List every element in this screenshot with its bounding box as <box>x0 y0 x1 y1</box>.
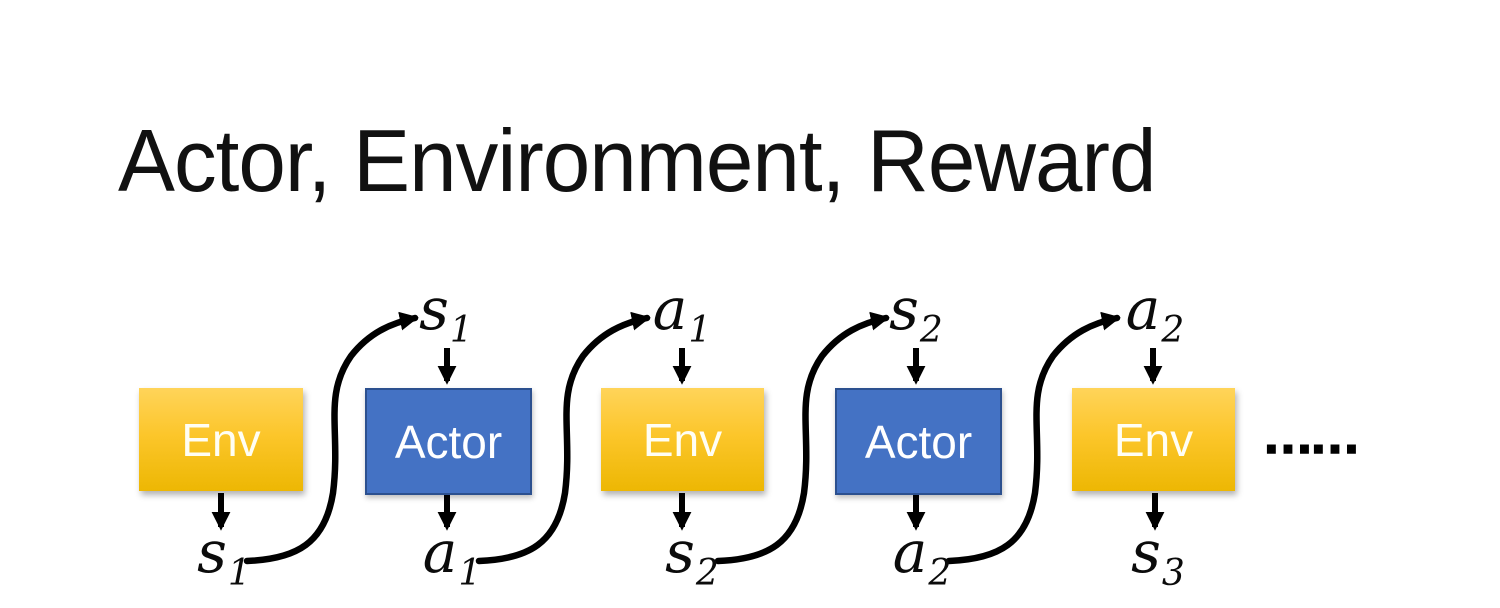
env-box-3: Env <box>1072 388 1235 491</box>
env-box-1: Env <box>139 388 303 491</box>
bottom-label-a1-base: a <box>422 518 458 586</box>
top-label-a2-sub: 2 <box>1161 310 1185 351</box>
actor-box-2-label: Actor <box>864 415 973 468</box>
continuation-ellipsis: …… <box>1261 407 1362 465</box>
env-box-1-label: Env <box>181 413 261 466</box>
bottom-label-a2-sub: 2 <box>928 553 952 594</box>
bottom-label-a1: a1 <box>423 523 482 592</box>
bottom-label-s3: s3 <box>1131 523 1185 592</box>
bottom-label-a2-base: a <box>892 518 928 586</box>
top-label-s2: s2 <box>889 280 943 349</box>
top-label-a1: a1 <box>653 280 712 349</box>
top-label-a2-base: a <box>1125 275 1161 343</box>
env-box-2: Env <box>601 388 764 491</box>
top-label-a1-base: a <box>652 275 688 343</box>
actor-box-1-label: Actor <box>394 415 503 468</box>
top-label-s1-base: s <box>419 275 449 343</box>
bottom-label-s2-base: s <box>665 518 695 586</box>
bottom-label-a1-sub: 1 <box>458 553 482 594</box>
top-label-s1-sub: 1 <box>449 310 473 351</box>
bottom-label-s2: s2 <box>665 523 719 592</box>
bottom-label-s2-sub: 2 <box>695 553 719 594</box>
top-label-s1: s1 <box>419 280 473 349</box>
actor-box-2: Actor <box>835 388 1002 495</box>
bottom-label-s1-base: s <box>197 518 227 586</box>
bottom-label-s3-sub: 3 <box>1161 553 1185 594</box>
slide-title: Actor, Environment, Reward <box>118 111 1156 210</box>
bottom-label-s1-sub: 1 <box>227 553 251 594</box>
top-label-a2: a2 <box>1126 280 1185 349</box>
top-label-s2-sub: 2 <box>919 310 943 351</box>
top-label-a1-sub: 1 <box>688 310 712 351</box>
bottom-label-a2: a2 <box>893 523 952 592</box>
top-label-s2-base: s <box>889 275 919 343</box>
env-box-2-label: Env <box>642 413 723 466</box>
actor-box-1: Actor <box>365 388 532 495</box>
bottom-label-s3-base: s <box>1131 518 1161 586</box>
env-box-3-label: Env <box>1113 413 1194 466</box>
bottom-label-s1: s1 <box>197 523 251 592</box>
